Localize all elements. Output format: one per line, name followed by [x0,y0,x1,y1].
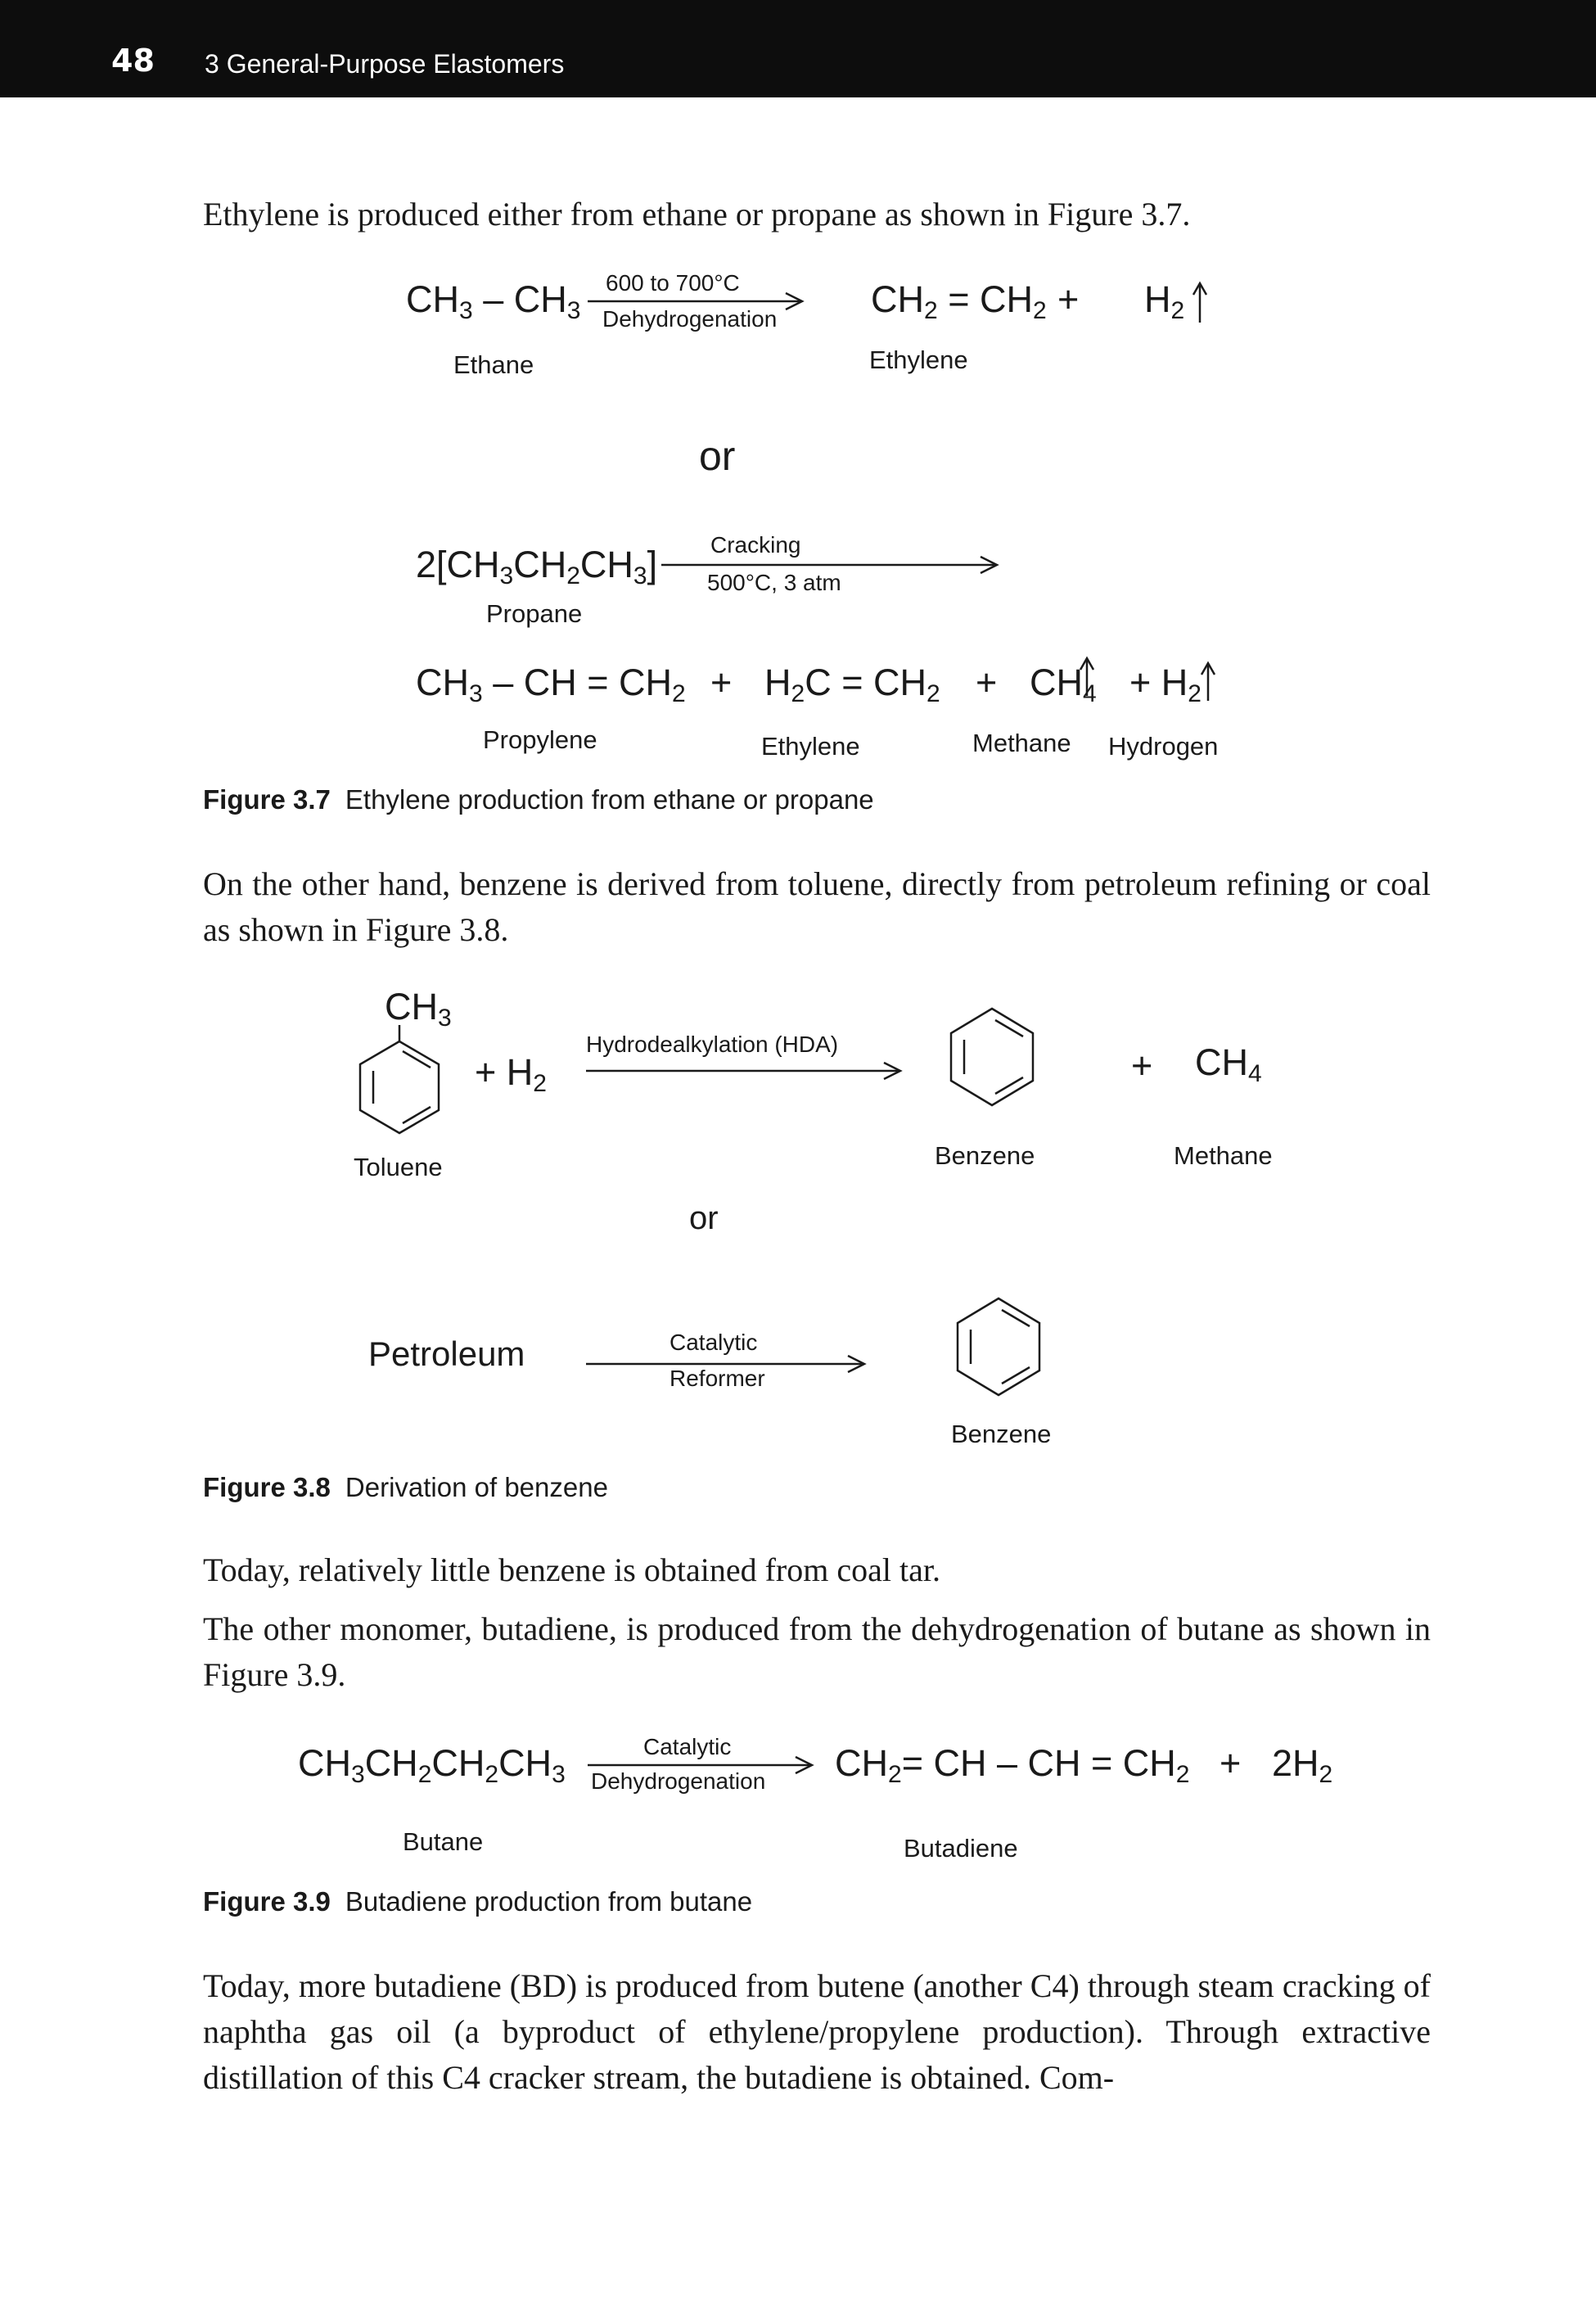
gas-evolution-arrow [1192,281,1208,323]
formula-plus-h2: + H2 [475,1051,547,1097]
gas-evolution-arrow [1079,656,1095,696]
formula-2h2: 2H2 [1272,1742,1333,1788]
formula-propane: 2[CH3CH2CH3] [416,544,658,589]
paragraph-1: Ethylene is produced either from ethane … [203,196,1191,233]
condition-pressure: 500°C, 3 atm [707,570,841,595]
formula-butadiene: CH2= CH – CH = CH2 [835,1742,1190,1788]
condition-dehydrogenation: Dehydrogenation [602,306,778,332]
or-separator: or [689,1200,719,1236]
condition-dehydrogenation: Dehydrogenation [591,1768,766,1794]
benzene-ring-icon [949,1007,1035,1107]
condition-reformer: Reformer [670,1366,765,1391]
label-hydrogen: Hydrogen [1108,732,1219,761]
formula-propylene: CH3 – CH = CH2 [416,662,686,707]
label-ethylene: Ethylene [761,732,860,761]
formula-hydrogen: H2 [1144,278,1185,324]
condition-catalytic: Catalytic [643,1734,732,1759]
caption-label: Figure 3.9 [203,1886,331,1917]
formula-ethane: CH3 – CH3 [406,278,581,324]
label-benzene: Benzene [935,1141,1035,1170]
caption-text: Derivation of benzene [345,1472,608,1502]
paragraph-2: On the other hand, benzene is derived fr… [203,865,1431,948]
formula-plus-hydrogen: + H2 [1129,662,1202,707]
benzene-ring-icon [358,1025,440,1135]
formula-ethylene: CH2 = CH2 [871,278,1047,324]
or-separator: or [699,433,736,479]
caption-label: Figure 3.7 [203,784,331,815]
chapter-title: 3 General-Purpose Elastomers [205,49,565,79]
reaction-arrow [661,555,999,575]
paragraph-5: Today, more butadiene (BD) is produced f… [203,1967,1431,2096]
paragraph-4: The other monomer, butadiene, is produce… [203,1610,1431,1693]
condition-hda: Hydrodealkylation (HDA) [586,1032,839,1057]
condition-cracking: Cracking [710,532,801,558]
caption-label: Figure 3.8 [203,1472,331,1502]
reaction-arrow [586,1061,903,1081]
condition-temperature: 600 to 700°C [606,270,740,296]
gas-evolution-arrow [1200,661,1216,701]
label-benzene: Benzene [951,1420,1052,1448]
label-methane: Methane [1174,1141,1273,1170]
condition-catalytic: Catalytic [670,1330,758,1355]
plus-sign: + [1220,1742,1242,1784]
plus-sign: + [1131,1045,1153,1086]
paragraph-3: Today, relatively little benzene is obta… [203,1551,940,1588]
label-propane: Propane [486,599,583,628]
label-propylene: Propylene [483,725,597,754]
label-methane: Methane [972,729,1071,757]
label-ethylene: Ethylene [869,345,968,374]
label-petroleum: Petroleum [368,1334,525,1373]
plus-sign: + [710,662,733,703]
page-number: 48 [111,43,155,79]
reaction-arrow [586,1354,867,1374]
figure-caption-3-8: Figure 3.8 Derivation of benzene [203,1472,608,1503]
caption-text: Butadiene production from butane [345,1886,753,1917]
plus-sign: + [976,662,998,703]
formula-butane: CH3CH2CH2CH3 [298,1742,566,1788]
label-toluene: Toluene [354,1153,443,1181]
figure-caption-3-9: Figure 3.9 Butadiene production from buta… [203,1886,752,1917]
caption-text: Ethylene production from ethane or propa… [345,784,874,815]
formula-methyl-group: CH3 [385,986,452,1032]
label-butadiene: Butadiene [904,1834,1018,1863]
plus-sign: + [1057,278,1080,320]
reaction-arrow [588,291,805,311]
formula-methane: CH4 [1195,1041,1262,1087]
label-butane: Butane [403,1827,484,1856]
benzene-ring-icon [956,1297,1041,1397]
formula-ethylene-product: H2C = CH2 [764,662,940,707]
label-ethane: Ethane [453,350,534,379]
figure-caption-3-7: Figure 3.7 Ethylene production from ethan… [203,784,874,815]
reaction-arrow [588,1755,814,1775]
running-header: 48 3 General-Purpose Elastomers [0,0,1596,97]
